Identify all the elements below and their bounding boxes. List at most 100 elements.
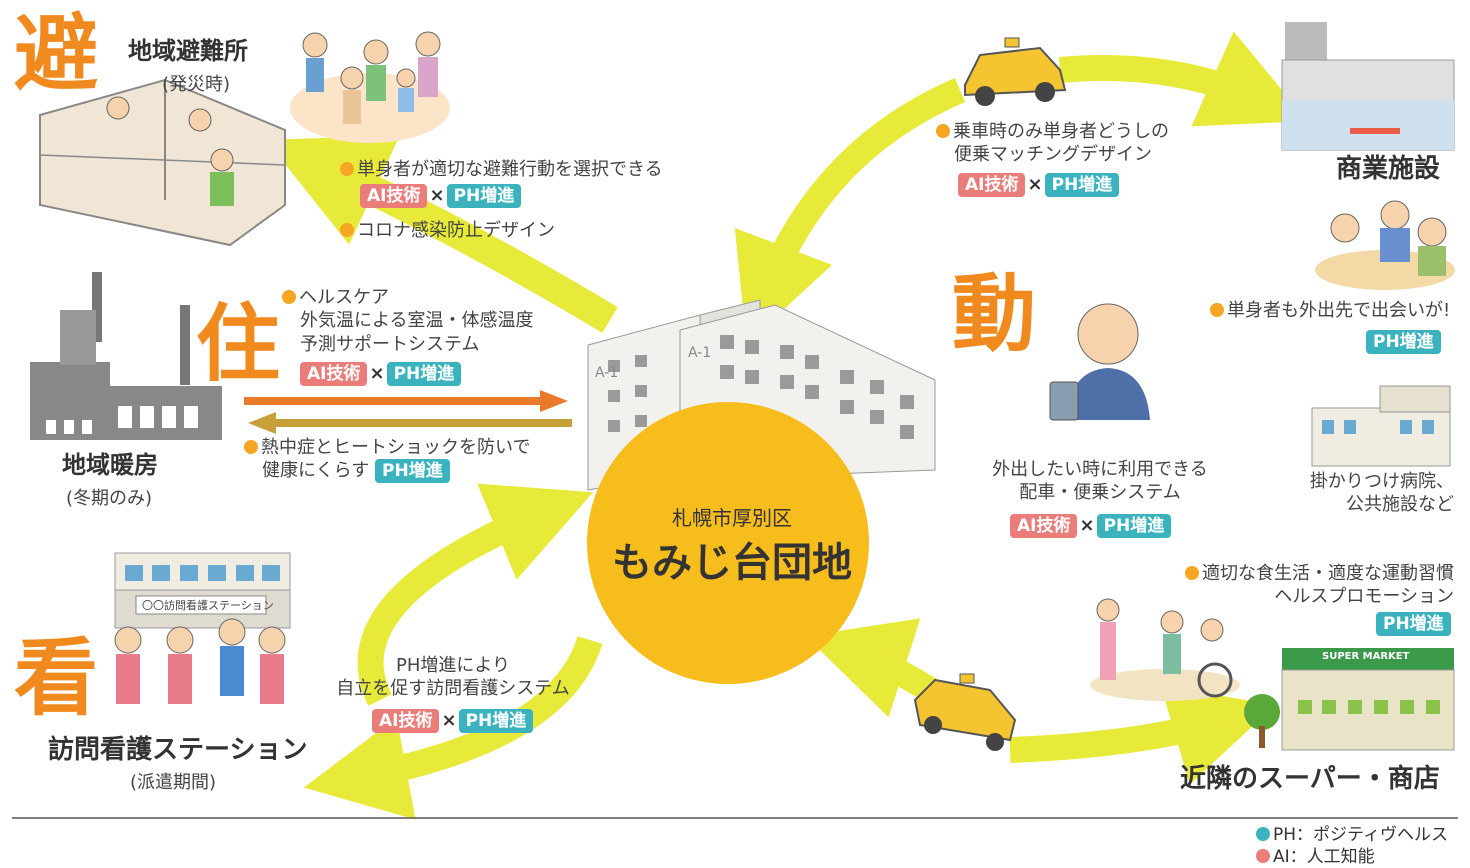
times-sign: ×	[369, 363, 385, 384]
building-label-left: A-1	[595, 365, 619, 381]
commercial-building-illustration	[1281, 22, 1455, 151]
complex-name: もみじ台団地	[612, 540, 852, 586]
ph-tag: PH増進	[386, 362, 462, 386]
shelter-illustration	[39, 78, 286, 247]
center-circle	[587, 402, 869, 684]
arrow-to-super	[1009, 684, 1275, 785]
commercial-label: 商業施設	[1336, 154, 1441, 184]
care-kanji: 看	[14, 629, 99, 727]
evac-item2: コロナ感染防止デザイン	[340, 219, 555, 242]
move-ride-line1: 乗車時のみ単身者どうしの	[953, 121, 1169, 142]
move-meet: 単身者も外出先で出会いが!	[1210, 299, 1450, 322]
ph-tag: PH増進	[1366, 330, 1441, 354]
arrow-care-upper	[357, 483, 594, 706]
bullet-dot	[1185, 566, 1199, 580]
bullet-dot	[282, 290, 296, 304]
taxi-bottom-illustration	[913, 673, 1017, 751]
super-label: 近隣のスーパー・商店	[1180, 764, 1440, 794]
evac-kanji: 避	[14, 5, 99, 103]
supermarket-sign: SUPER MARKET	[1322, 651, 1410, 662]
live-item2: 熱中症とヒートショックを防いで 健康にくらす PH増進	[244, 436, 531, 484]
care-title: 訪問看護ステーション	[48, 735, 308, 765]
legend-text-ph: PH：ポジティヴヘルス	[1273, 825, 1449, 845]
exercise-people-illustration	[1090, 598, 1240, 701]
man-with-tablet-illustration	[1049, 303, 1150, 421]
live-tags: AI技術×PH増進	[300, 362, 462, 386]
taxi-top-illustration	[964, 37, 1067, 106]
move-health-line2: ヘルスプロモーション	[1274, 586, 1454, 608]
bullet-dot	[1210, 303, 1224, 317]
ph-tag: PH増進	[375, 459, 450, 484]
bullet-dot	[936, 124, 950, 138]
legend-item-ai: AI：人工知能	[1256, 846, 1448, 868]
bullet-dot	[340, 223, 354, 237]
ph-tag: PH増進	[1044, 173, 1120, 197]
evac-subtitle: (発災時)	[162, 74, 231, 95]
legend: PH：ポジティヴヘルス AI：人工知能	[1256, 824, 1448, 868]
live-kanji: 住	[196, 295, 281, 393]
move-health-tags: PH増進	[1376, 612, 1451, 636]
move-dispatch-tags: AI技術×PH増進	[1010, 514, 1172, 538]
move-dispatch-line1: 外出したい時に利用できる	[992, 459, 1208, 480]
live-item1-line1: ヘルスケア	[299, 287, 389, 308]
chatting-people-illustration	[1315, 200, 1455, 290]
live-item1-line3: 予測サポートシステム	[300, 333, 480, 355]
live-item1-line2: 外気温による室温・体感温度	[300, 310, 534, 332]
ai-tag: AI技術	[360, 184, 428, 208]
care-tags: AI技術×PH増進	[372, 709, 534, 733]
move-health: 適切な食生活・適度な運動習慣 ヘルスプロモーション	[1176, 562, 1454, 609]
ph-tag: PH増進	[1376, 612, 1451, 636]
live-item2-line1: 熱中症とヒートショックを防いで	[261, 437, 531, 458]
legend-dot-ai	[1256, 849, 1270, 863]
move-ride-line2: 便乗マッチングデザイン	[954, 144, 1152, 166]
care-desc-line1: PH増進により	[395, 655, 511, 676]
arrow-to-center-bottom	[805, 618, 937, 718]
care-desc: PH増進により 自立を促す訪問看護システム	[328, 654, 578, 701]
times-sign: ×	[441, 710, 457, 731]
ph-tag: PH増進	[446, 184, 522, 208]
legend-text-ai: AI：人工知能	[1273, 847, 1375, 867]
times-sign: ×	[1027, 174, 1043, 195]
move-ride: 乗車時のみ単身者どうしの 便乗マッチングデザイン	[936, 120, 1169, 167]
ai-tag: AI技術	[300, 362, 368, 386]
evac-tags: AI技術×PH増進	[360, 184, 522, 208]
live-item1: ヘルスケア 外気温による室温・体感温度 予測サポートシステム	[282, 286, 533, 356]
arrow-to-center-from-taxi	[734, 78, 966, 344]
times-sign: ×	[1079, 515, 1095, 536]
care-sign: 〇〇訪問看護ステーション	[142, 599, 274, 612]
live-item2-line2: 健康にくらす	[262, 460, 370, 482]
ph-tag: PH増進	[1096, 514, 1172, 538]
legend-dot-ph	[1256, 827, 1270, 841]
arrow-to-commercial	[1058, 31, 1308, 127]
district-label: 札幌市厚別区	[672, 506, 792, 530]
move-dispatch: 外出したい時に利用できる 配車・便乗システム	[980, 458, 1220, 505]
move-health-line1: 適切な食生活・適度な運動習慣	[1202, 563, 1454, 584]
care-subtitle: (派遣期間)	[130, 772, 217, 793]
bullet-dot	[244, 440, 258, 454]
evac-item1-text: 単身者が適切な避難行動を選択できる	[357, 159, 663, 180]
move-meet-text: 単身者も外出先で出会いが!	[1227, 300, 1451, 321]
ai-tag: AI技術	[1010, 514, 1078, 538]
bullet-dot	[340, 162, 354, 176]
move-meet-tags: PH増進	[1366, 330, 1441, 354]
live-title: 地域暖房	[62, 451, 158, 479]
care-desc-line2: 自立を促す訪問看護システム	[336, 678, 570, 700]
evac-item1: 単身者が適切な避難行動を選択できる	[340, 158, 663, 181]
move-ride-tags: AI技術×PH増進	[958, 173, 1120, 197]
hospital-line2: 公共施設など	[1346, 494, 1454, 516]
nursing-station-illustration	[114, 552, 291, 704]
hospital-line1: 掛かりつけ病院、	[1309, 471, 1454, 492]
ph-tag: PH増進	[458, 709, 534, 733]
ai-tag: AI技術	[958, 173, 1026, 197]
heating-plant-illustration	[30, 272, 222, 440]
ai-tag: AI技術	[372, 709, 440, 733]
live-subtitle: (冬期のみ)	[66, 488, 153, 509]
evac-title: 地域避難所	[128, 37, 248, 65]
arrow-to-evac	[265, 135, 618, 333]
building-label-right: A-1	[688, 345, 712, 361]
evacuees-illustration	[290, 31, 450, 143]
evac-item2-text: コロナ感染防止デザイン	[357, 220, 555, 241]
hospital-label: 掛かりつけ病院、 公共施設など	[1300, 470, 1454, 517]
hospital-illustration	[1311, 385, 1451, 467]
